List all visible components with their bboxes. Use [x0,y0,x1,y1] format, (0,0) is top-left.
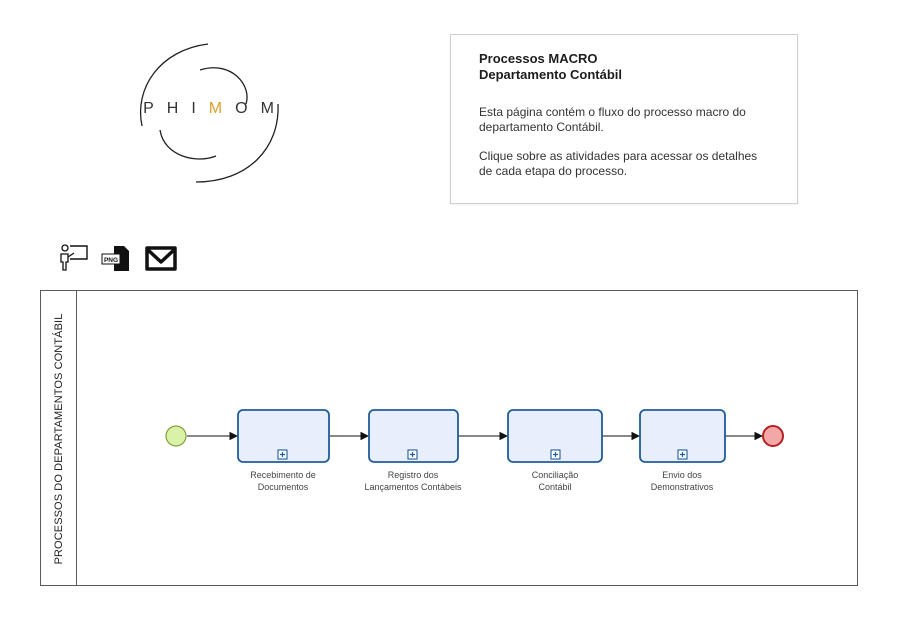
logo-letter: H [166,100,192,117]
logo-letter: P [143,100,167,117]
activity-label: Lançamentos Contábeis [364,482,462,492]
activity-label: Conciliação [532,470,579,480]
activity-conciliacao[interactable] [507,409,603,463]
logo-arcs [140,43,279,183]
phimom-logo: PHIMOM [120,38,300,188]
mail-button[interactable] [144,243,177,273]
info-card: Processos MACRO Departamento Contábil Es… [450,34,798,204]
activity-label: Documentos [258,482,309,492]
activity-label: Recebimento de [250,470,316,480]
logo-letter: I [191,100,209,117]
activity-label: Contábil [538,482,571,492]
info-title-line2: Departamento Contábil [479,67,623,82]
activity-recebimento[interactable] [237,409,330,463]
logo-letter: M [260,100,287,117]
activity-label: Registro dos [388,470,439,480]
logo-wordmark: PHIMOM [120,100,300,118]
logo-letter: O [235,100,261,117]
info-title-line1: Processos MACRO [479,51,598,66]
activity-label: Envio dos [662,470,702,480]
end-event [762,425,784,447]
png-label: PNG [104,257,118,264]
logo-letter-accent: M [208,100,236,117]
png-export-icon: PNG [101,246,129,271]
presentation-button[interactable] [58,243,90,273]
activity-label: Demonstrativos [651,482,714,492]
activity-envio[interactable] [639,409,726,463]
mail-icon [145,246,177,271]
activity-registro[interactable] [368,409,459,463]
lane-header: PROCESSOS DO DEPARTAMENTOS CONTÁBIL [41,291,77,585]
presentation-icon [60,244,88,271]
info-paragraph-2: Clique sobre as atividades para acessar … [479,149,758,178]
info-paragraph-1: Esta página contém o fluxo do processo m… [479,105,746,134]
start-event [165,425,187,447]
process-pool: PROCESSOS DO DEPARTAMENTOS CONTÁBIL [40,290,858,586]
png-export-button[interactable]: PNG [100,243,132,273]
